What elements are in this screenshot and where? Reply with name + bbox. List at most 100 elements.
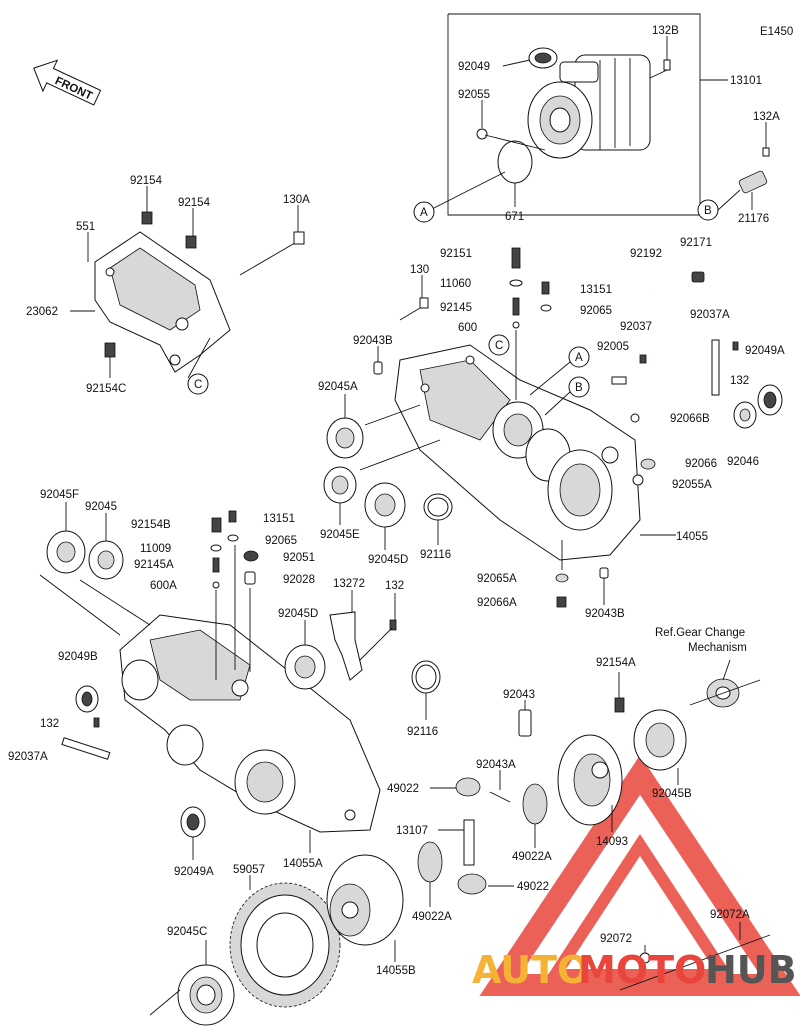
label-130A: 130A	[283, 194, 310, 206]
label-92065-top: 92065	[580, 305, 612, 317]
callout-A-mid: A	[568, 346, 590, 368]
pin-92043	[518, 709, 532, 737]
case-cover-14093	[557, 734, 623, 826]
fork-13272	[329, 611, 363, 681]
label-92051: 92051	[283, 552, 315, 564]
label-49022-a: 49022	[387, 783, 419, 795]
callout-C-mid: C	[488, 334, 510, 356]
label-92154B: 92154B	[131, 519, 171, 531]
svg-text:A: A	[420, 207, 428, 219]
label-92145: 92145	[440, 302, 472, 314]
washer-11009	[210, 544, 222, 552]
label-92045C: 92045C	[167, 926, 207, 938]
svg-text:C: C	[194, 379, 202, 391]
svg-text:C: C	[495, 340, 503, 352]
bearing-92045D-top	[364, 482, 406, 528]
bolt-132-mid	[389, 619, 397, 631]
label-92037A-left: 92037A	[8, 751, 48, 763]
label-92151: 92151	[440, 248, 472, 260]
seal-92049B	[75, 685, 99, 713]
label-92028: 92028	[283, 574, 315, 586]
label-92045: 92045	[85, 501, 117, 513]
sensor-21176	[738, 170, 768, 194]
svg-text:A: A	[575, 352, 583, 364]
callout-B-top: B	[697, 199, 719, 221]
bolt-132-left	[93, 717, 100, 728]
washer-92065-top	[540, 304, 552, 312]
pin-92043B-bot	[599, 567, 609, 579]
label-21176: 21176	[738, 213, 769, 225]
label-92154-b: 92154	[178, 197, 211, 209]
label-92045E: 92045E	[320, 529, 360, 541]
label-92037: 92037	[620, 321, 652, 333]
gear-49022A-right	[522, 783, 548, 825]
label-49022A-left: 49022A	[412, 911, 452, 923]
label-92154A: 92154A	[596, 657, 636, 669]
diagram-code: E1450	[760, 26, 793, 38]
bolt-92154C	[104, 342, 116, 358]
ref-note-line1: Ref.Gear Change	[655, 627, 745, 639]
bolt-92154-b	[185, 235, 197, 249]
oring-92055	[476, 128, 488, 140]
fitting-92037	[639, 354, 647, 364]
label-13101: 13101	[730, 75, 762, 87]
label-92037A-top: 92037A	[690, 309, 730, 321]
seal-92116-mid	[411, 660, 441, 694]
watermark-triangle	[479, 755, 800, 996]
label-92116-mid: 92116	[407, 726, 438, 738]
bearing-92045-left	[88, 540, 124, 580]
label-92065-mid: 92065	[265, 535, 297, 547]
washer-11060	[509, 279, 523, 287]
watermark-logo	[479, 755, 800, 996]
label-13151-top: 13151	[580, 284, 612, 296]
watermark-inner-triangle	[543, 834, 737, 981]
label-92046: 92046	[727, 456, 759, 468]
label-132-left: 132	[40, 718, 59, 730]
label-671: 671	[505, 211, 524, 223]
label-11009: 11009	[140, 543, 171, 555]
label-132-mid: 132	[385, 580, 404, 592]
label-92043B-top: 92043B	[353, 335, 393, 347]
seal-92049A-top	[757, 384, 783, 416]
label-92049A-top: 92049A	[745, 345, 785, 357]
label-92049B: 92049B	[58, 651, 98, 663]
oring-92055A	[632, 474, 644, 486]
bolt-92154B	[211, 517, 222, 533]
watermark-hub: HUB	[705, 948, 797, 992]
label-600A: 600A	[150, 580, 177, 592]
label-92045F: 92045F	[40, 489, 79, 501]
gear-49022-a	[455, 777, 481, 797]
bolt-130	[399, 297, 429, 321]
part-labels: 132B 13101 92049 92055 671 132A 21176 92…	[8, 25, 785, 977]
housing-13101	[527, 54, 651, 159]
label-92171: 92171	[680, 237, 712, 249]
bearing-92046	[733, 401, 757, 429]
seal-92049A-bottom	[180, 806, 206, 838]
shaft-13107	[463, 819, 475, 866]
bearing-92045A	[326, 417, 364, 459]
label-92066B: 92066B	[670, 413, 710, 425]
label-92154C: 92154C	[86, 383, 126, 395]
seal-92116-top	[423, 493, 453, 521]
label-600: 600	[458, 322, 477, 334]
pipe-92037A-top	[711, 339, 720, 396]
collar-92028	[244, 571, 256, 585]
label-13151-mid: 13151	[263, 513, 295, 525]
watermark-text: AUTO MOTO HUB	[472, 948, 797, 992]
washer-92065-mid	[227, 534, 239, 542]
bracket-23062	[94, 231, 231, 373]
label-92049A-bottom: 92049A	[174, 866, 214, 878]
label-92154-a: 92154	[130, 175, 163, 187]
bearing-92045D-mid	[284, 644, 326, 690]
bolt-132A	[762, 147, 770, 157]
bearing-92045B	[633, 709, 687, 771]
ball-600	[512, 321, 520, 329]
label-132B: 132B	[652, 25, 679, 37]
ball-600A	[212, 581, 220, 589]
plug-13151-top	[541, 281, 550, 295]
label-13107: 13107	[396, 825, 428, 837]
gear-59057	[229, 882, 341, 1008]
watermark-moto: MOTO	[578, 948, 706, 992]
pipe-92037A-left	[61, 737, 111, 760]
